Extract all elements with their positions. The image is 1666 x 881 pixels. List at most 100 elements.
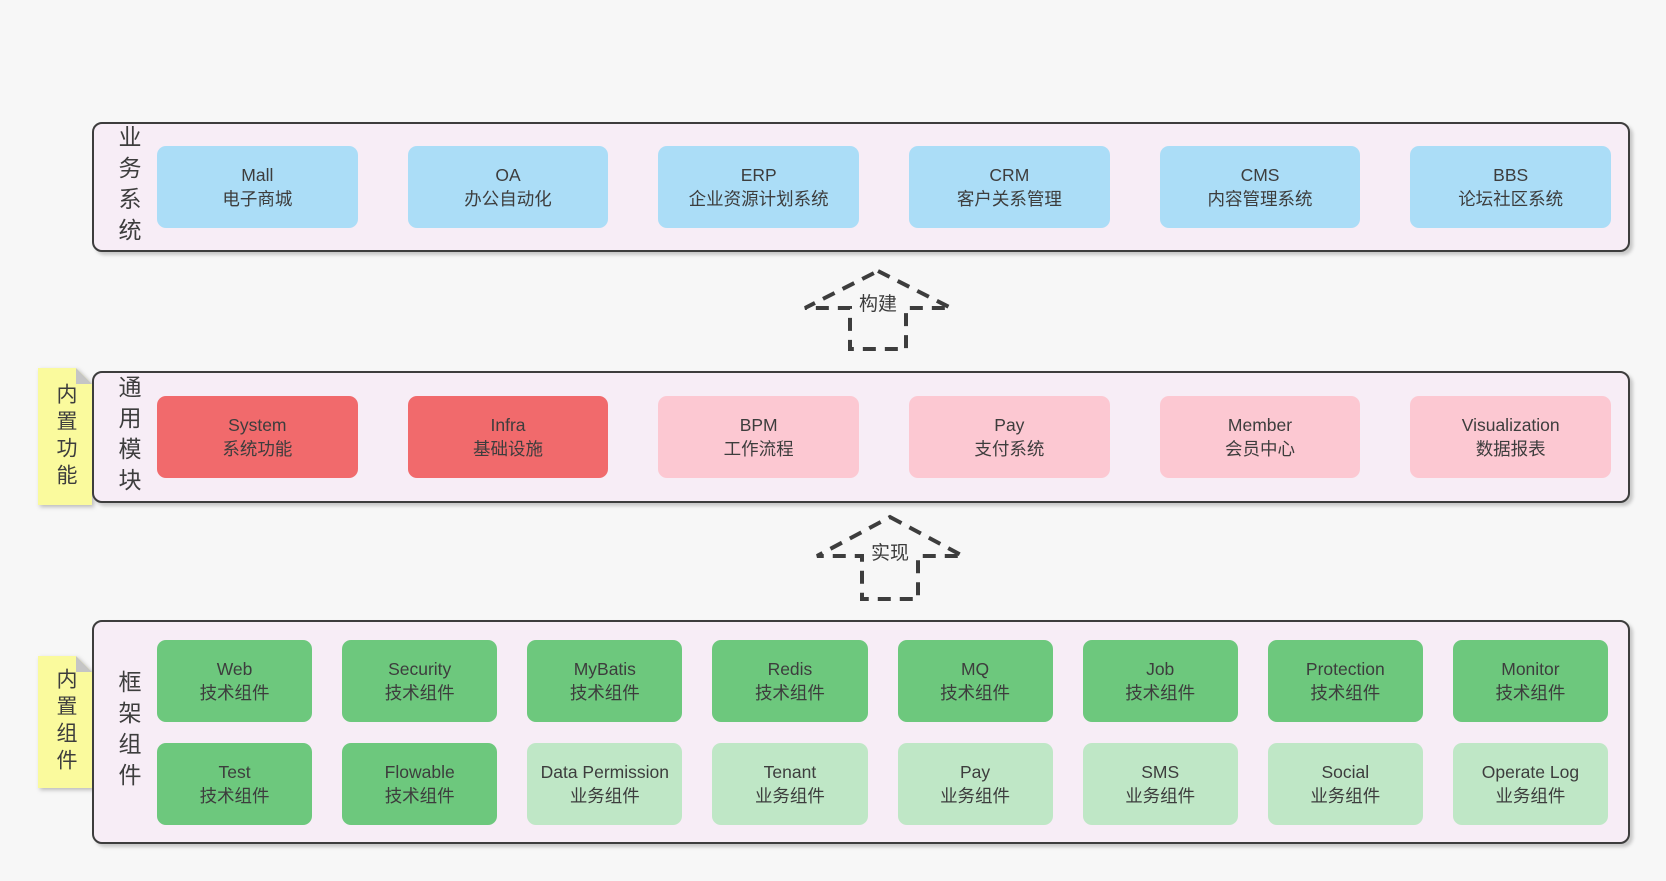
box-title: ERP [740, 165, 777, 185]
box-title: Mall [241, 165, 274, 185]
box-subtitle: 论坛社区系统 [1458, 189, 1564, 209]
box-subtitle: 支付系统 [974, 439, 1045, 459]
box-monitor: Monitor 技术组件 [1452, 639, 1608, 722]
sticky-note-builtin-components: 内置组件 [38, 656, 92, 788]
box-erp: ERP 企业资源计划系统 [658, 146, 860, 228]
box-subtitle: 业务组件 [754, 785, 825, 806]
box-cms: CMS 内容管理系统 [1159, 146, 1361, 228]
box-subtitle: 会员中心 [1225, 439, 1296, 459]
box-subtitle: 技术组件 [1310, 682, 1381, 703]
box-subtitle: 数据报表 [1475, 439, 1546, 459]
sticky-note-builtin-components-wrap: 内置组件 [38, 656, 92, 788]
box-mybatis: MyBatis 技术组件 [527, 639, 683, 722]
box-subtitle: 技术组件 [384, 785, 455, 806]
box-system: System 系统功能 [157, 396, 358, 478]
arrow-label: 构建 [855, 292, 901, 318]
box-social: Social 业务组件 [1267, 742, 1423, 825]
box-title: Tenant [763, 761, 817, 782]
folded-corner-icon [76, 368, 92, 384]
box-subtitle: 业务组件 [1125, 785, 1196, 806]
sticky-note-builtin-features: 内置功能 [38, 368, 92, 505]
box-subtitle: 客户关系管理 [956, 189, 1062, 209]
panel-title: 通用模块 [115, 375, 141, 499]
box-subtitle: 技术组件 [1495, 682, 1566, 703]
box-subtitle: 电子商城 [222, 189, 293, 209]
sticky-note-builtin-features-wrap: 内置功能 [38, 368, 92, 505]
box-security: Security 技术组件 [342, 639, 498, 722]
box-title: MQ [960, 658, 990, 679]
box-subtitle: 业务组件 [569, 785, 640, 806]
box-web: Web 技术组件 [157, 639, 313, 722]
box-crm: CRM 客户关系管理 [909, 146, 1110, 228]
box-test: Test 技术组件 [157, 742, 313, 825]
box-visualization: Visualization 数据报表 [1410, 396, 1612, 478]
box-title: System [228, 415, 287, 435]
box-mq: MQ 技术组件 [897, 639, 1053, 722]
box-title: Operate Log [1481, 761, 1580, 782]
box-subtitle: 内容管理系统 [1207, 189, 1313, 209]
box-title: Job [1146, 658, 1175, 679]
box-title: Visualization [1461, 415, 1560, 435]
box-title: BPM [739, 415, 778, 435]
box-pay: Pay 支付系统 [909, 396, 1110, 478]
box-title: Monitor [1501, 658, 1560, 679]
box-title: Pay [959, 761, 991, 782]
box-operate-log: Operate Log 业务组件 [1452, 742, 1608, 825]
panel-title: 框架组件 [115, 670, 141, 794]
box-subtitle: 业务组件 [1495, 785, 1566, 806]
arrow-label: 实现 [867, 541, 913, 567]
box-title: Security [388, 658, 452, 679]
box-bpm: BPM 工作流程 [658, 396, 860, 478]
box-title: CMS [1240, 165, 1280, 185]
box-subtitle: 工作流程 [723, 439, 794, 459]
box-title: OA [495, 165, 521, 185]
box-pay: Pay 业务组件 [897, 742, 1053, 825]
box-subtitle: 技术组件 [940, 682, 1011, 703]
box-title: Infra [490, 415, 526, 435]
box-subtitle: 企业资源计划系统 [688, 189, 829, 209]
box-title: Pay [994, 415, 1025, 435]
arrow-build: 构建 [803, 268, 953, 352]
panel-common-modules: 通用模块 System 系统功能 Infra 基础设施 BPM 工作流程 Pay 支付系统 Me… [92, 371, 1630, 503]
box-subtitle: 技术组件 [1125, 682, 1196, 703]
box-subtitle: 业务组件 [1310, 785, 1381, 806]
box-title: MyBatis [573, 658, 636, 679]
box-bbs: BBS 论坛社区系统 [1410, 146, 1612, 228]
box-subtitle: 系统功能 [222, 439, 293, 459]
folded-corner-icon [76, 656, 92, 672]
box-title: Protection [1305, 658, 1385, 679]
box-subtitle: 基础设施 [473, 439, 543, 459]
box-title: Data Permission [540, 761, 669, 782]
sticky-note-text: 内置组件 [54, 668, 77, 776]
box-data-permission: Data Permission 业务组件 [527, 742, 683, 825]
box-subtitle: 技术组件 [754, 682, 825, 703]
box-subtitle: 技术组件 [384, 682, 455, 703]
box-infra: Infra 基础设施 [407, 396, 609, 478]
box-redis: Redis 技术组件 [712, 639, 868, 722]
box-title: Web [216, 658, 253, 679]
box-title: CRM [989, 165, 1030, 185]
box-subtitle: 技术组件 [569, 682, 640, 703]
arrow-implement: 实现 [815, 514, 965, 602]
panel-title: 业务系统 [115, 125, 141, 249]
box-title: Test [218, 761, 251, 782]
box-title: Redis [767, 658, 813, 679]
box-subtitle: 技术组件 [199, 682, 270, 703]
box-subtitle: 技术组件 [199, 785, 270, 806]
box-tenant: Tenant 业务组件 [712, 742, 868, 825]
dashed-up-arrow-icon [816, 514, 964, 601]
box-title: Social [1321, 761, 1370, 782]
box-subtitle: 业务组件 [940, 785, 1011, 806]
sticky-note-text: 内置功能 [54, 382, 77, 491]
box-title: BBS [1493, 165, 1529, 185]
